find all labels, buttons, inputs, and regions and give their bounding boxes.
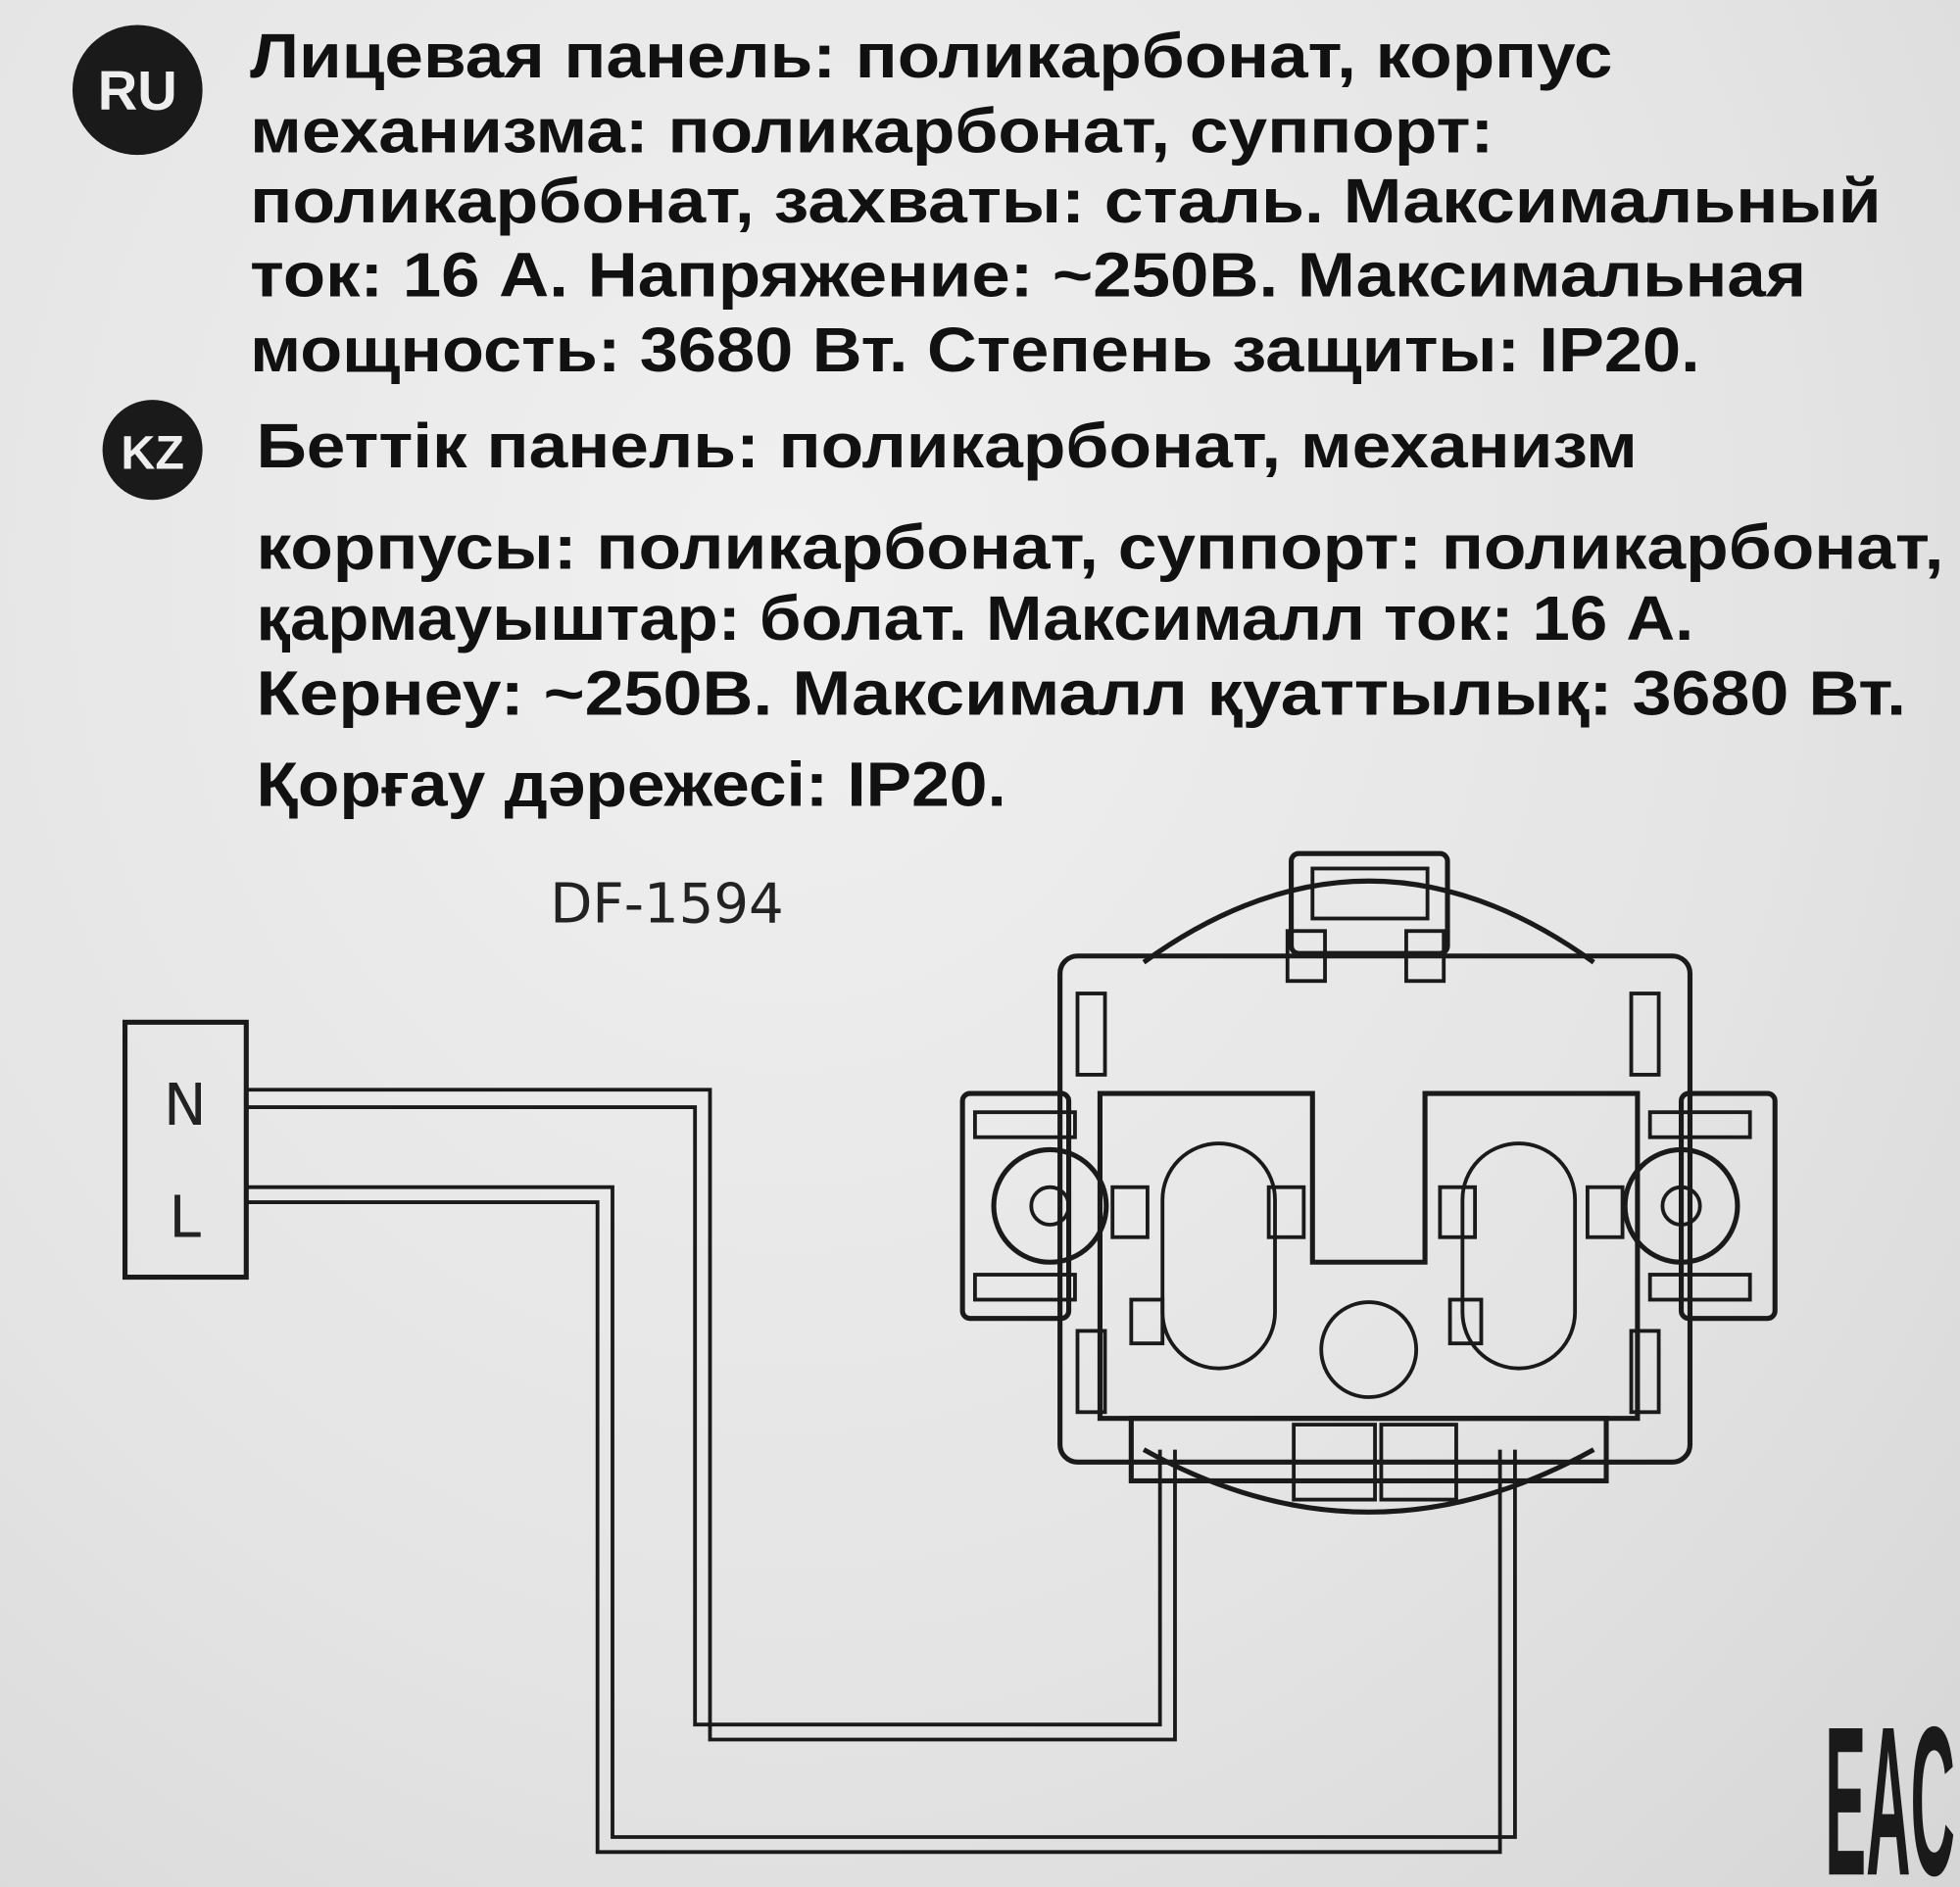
wire-neutral xyxy=(246,1088,1177,1742)
model-number: DF-1594 xyxy=(550,872,784,936)
eac-mark: EAC xyxy=(1825,1682,1955,1887)
kz-badge-label: KZ xyxy=(121,426,184,479)
socket-drawing xyxy=(959,850,1778,1515)
terminal-l-label: L xyxy=(169,1185,201,1251)
kz-line: қармауыштар: болат. Максималл ток: 16 А. xyxy=(256,583,1693,653)
ru-badge-label: RU xyxy=(98,60,177,121)
ru-line: механизма: поликарбонат, суппорт: xyxy=(250,96,1494,167)
kz-line: Кернеу: ~250В. Максималл қуаттылық: 3680… xyxy=(256,658,1906,729)
terminal-n-label: N xyxy=(164,1072,207,1138)
terminal-block: N L xyxy=(122,1019,249,1281)
kz-line: Беттік панель: поликарбонат, механизм xyxy=(256,411,1637,481)
ru-badge: RU xyxy=(72,24,203,156)
ru-text: Лицевая панель: поликарбонат, корпус мех… xyxy=(250,21,1882,385)
ru-line: поликарбонат, захваты: сталь. Максимальн… xyxy=(250,166,1882,236)
kz-badge: KZ xyxy=(102,400,203,501)
ru-line: ток: 16 А. Напряжение: ~250В. Максимальн… xyxy=(250,239,1806,310)
wire-line xyxy=(246,1185,1517,1855)
ru-line: мощность: 3680 Вт. Степень защиты: IP20. xyxy=(250,314,1700,385)
kz-text: Беттік панель: поликарбонат, механизм ко… xyxy=(256,411,1943,820)
kz-line: корпусы: поликарбонат, суппорт: поликарб… xyxy=(256,511,1943,582)
ru-line: Лицевая панель: поликарбонат, корпус xyxy=(250,21,1612,91)
kz-line: Қорғау дәрежесі: IP20. xyxy=(256,750,1005,820)
